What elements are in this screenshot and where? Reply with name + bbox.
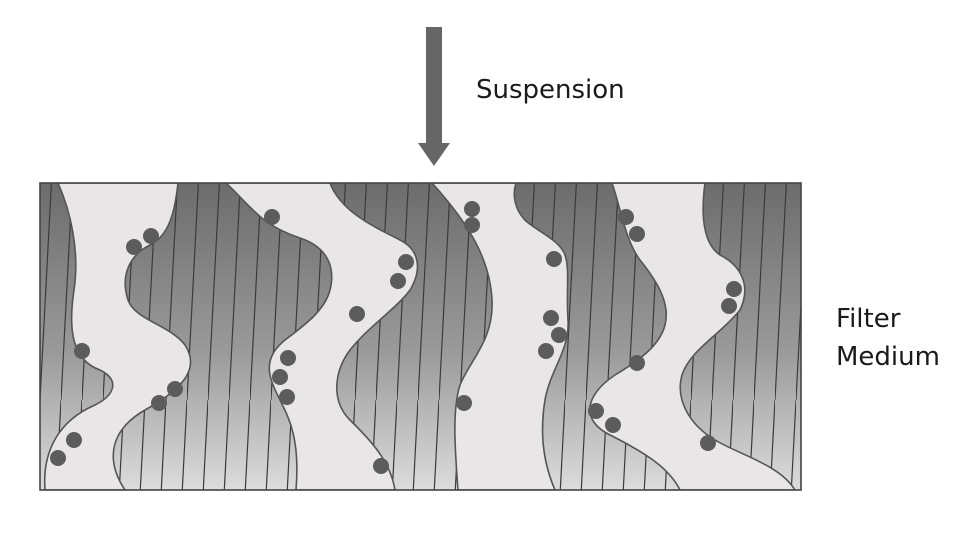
particle bbox=[66, 432, 82, 448]
filter-medium-outline bbox=[39, 182, 802, 491]
particle bbox=[151, 395, 167, 411]
filter-medium-label-line2: Medium bbox=[836, 342, 940, 372]
particle bbox=[721, 298, 737, 314]
particle bbox=[126, 239, 142, 255]
particle bbox=[167, 381, 183, 397]
pore-channel bbox=[589, 183, 796, 490]
particle bbox=[629, 226, 645, 242]
particle bbox=[390, 273, 406, 289]
particle bbox=[50, 450, 66, 466]
particle bbox=[349, 306, 365, 322]
filter-medium bbox=[40, 183, 801, 490]
suspension-label: Suspension bbox=[476, 75, 625, 105]
particle bbox=[543, 310, 559, 326]
pore-channel bbox=[430, 183, 569, 490]
particle bbox=[279, 389, 295, 405]
particle bbox=[726, 281, 742, 297]
particle bbox=[74, 343, 90, 359]
filter-medium-label-line1: Filter bbox=[836, 304, 901, 334]
particle bbox=[373, 458, 389, 474]
particle bbox=[546, 251, 562, 267]
particle bbox=[464, 217, 480, 233]
particle bbox=[272, 369, 288, 385]
particle bbox=[618, 209, 634, 225]
particle bbox=[280, 350, 296, 366]
particle bbox=[605, 417, 621, 433]
particle bbox=[551, 327, 567, 343]
particle bbox=[538, 343, 554, 359]
particle bbox=[629, 355, 645, 371]
particle bbox=[456, 395, 472, 411]
particle bbox=[264, 209, 280, 225]
suspension-arrow bbox=[418, 27, 450, 166]
particle bbox=[700, 435, 716, 451]
pore-channel bbox=[43, 183, 192, 490]
pore-channels bbox=[43, 183, 796, 490]
particles bbox=[50, 201, 742, 474]
particle bbox=[398, 254, 414, 270]
particle bbox=[464, 201, 480, 217]
particle bbox=[143, 228, 159, 244]
particle bbox=[588, 403, 604, 419]
